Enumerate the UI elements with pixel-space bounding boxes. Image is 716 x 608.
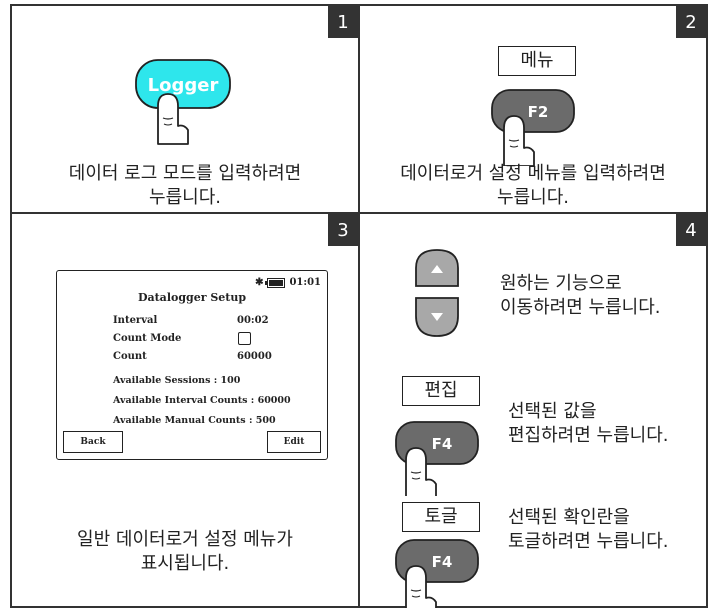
info-manual-counts: Available Manual Counts : 500 (113, 415, 276, 426)
back-softkey[interactable]: Back (63, 431, 123, 453)
step-number: 1 (328, 6, 358, 38)
step-panel-1: 1 Logger 데이터 로그 모드를 입력하려면 누릅니다. (10, 4, 360, 214)
step-panel-4: 4 원하는 기능으로 이동하려면 누릅니다. 편집 F4 선택된 값을 편집하려… (358, 212, 708, 608)
f2-button[interactable]: F2 (490, 86, 578, 166)
setting-value-interval[interactable]: 00:02 (237, 315, 269, 326)
step-panel-2: 2 메뉴 F2 데이터로거 설정 메뉴를 입력하려면 누릅니다. (358, 4, 708, 214)
f2-button-label: F2 (528, 103, 549, 121)
step-number: 3 (328, 214, 358, 246)
step-panel-3: 3 ✱ 01:01 Datalogger Setup Interval 00:0… (10, 212, 360, 608)
up-arrow-button[interactable] (412, 246, 462, 292)
setting-label-interval: Interval (113, 315, 158, 326)
status-time: 01:01 (289, 277, 321, 288)
softkey-toggle-label: 토글 (402, 502, 480, 532)
f4-edit-button[interactable]: F4 (394, 418, 482, 496)
step-number: 4 (676, 214, 706, 246)
softkey-edit-label: 편집 (402, 376, 480, 406)
info-sessions: Available Sessions : 100 (113, 375, 241, 386)
step-caption: 일반 데이터로거 설정 메뉴가 표시됩니다. (77, 529, 293, 574)
up-arrow-icon (431, 265, 443, 273)
logger-button[interactable]: Logger (134, 54, 232, 146)
step-caption: 데이터로거 설정 메뉴를 입력하려면 누릅니다. (400, 163, 666, 208)
step-number: 2 (676, 6, 706, 38)
setting-label-count: Count (113, 351, 147, 362)
screen-title: Datalogger Setup (137, 291, 247, 304)
f4-toggle-button-label: F4 (432, 553, 453, 571)
edit-description: 선택된 값을 편집하려면 누릅니다. (508, 401, 669, 446)
edit-softkey[interactable]: Edit (267, 431, 321, 453)
count-mode-checkbox[interactable] (238, 332, 251, 345)
battery-icon (265, 277, 286, 288)
toggle-description: 선택된 확인란을 토글하려면 누릅니다. (508, 507, 669, 552)
device-screen: ✱ 01:01 Datalogger Setup Interval 00:02 … (56, 270, 328, 460)
f4-toggle-button[interactable]: F4 (394, 536, 482, 608)
status-bar: ✱ 01:01 (255, 277, 321, 288)
down-arrow-button[interactable] (412, 294, 462, 340)
bluetooth-icon: ✱ (255, 277, 264, 288)
info-interval-counts: Available Interval Counts : 60000 (113, 395, 291, 406)
setting-value-count[interactable]: 60000 (237, 351, 272, 362)
logger-button-label: Logger (148, 75, 219, 96)
f4-edit-button-label: F4 (432, 435, 453, 453)
down-arrow-icon (431, 313, 443, 321)
step-caption: 데이터 로그 모드를 입력하려면 누릅니다. (68, 163, 302, 208)
setting-label-count-mode: Count Mode (113, 333, 182, 344)
arrows-description: 원하는 기능으로 이동하려면 누릅니다. (500, 273, 661, 318)
softkey-menu-label: 메뉴 (498, 46, 576, 76)
